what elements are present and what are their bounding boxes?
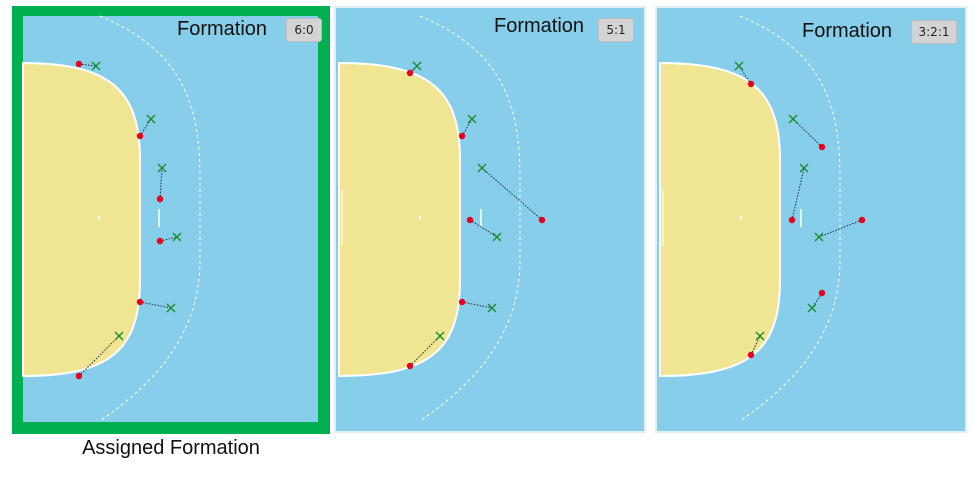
defender-marker [747,351,755,359]
defender-marker [788,216,796,224]
attacker-marker [814,232,824,242]
attacker-marker [467,114,477,124]
defender-marker [818,289,826,297]
panel-title: Formation [802,20,893,42]
marking-line [481,167,543,221]
court-diagram-2 [334,6,646,433]
defender-marker [406,362,414,370]
attacker-marker [146,114,156,124]
defender-marker [136,132,144,140]
marking-line [461,301,493,309]
marking-line [461,118,473,137]
attacker-marker [157,163,167,173]
marking-line [792,118,823,148]
free-throw-line [419,15,521,422]
panel-title: Formation [177,18,268,40]
defender-marker [406,69,414,77]
formation-panel-3[interactable]: Formation 3:2:1 [655,6,967,434]
defender-marker [136,298,144,306]
attacker-marker [91,61,101,71]
attacker-marker [412,61,422,71]
formation-badge: 5:1 [598,18,634,42]
attacker-marker [114,331,124,341]
defender-marker [858,216,866,224]
defender-marker [747,80,755,88]
attacker-marker [755,331,765,341]
formation-badge: 6:0 [286,18,322,42]
marking-line [139,118,152,137]
defender-marker [156,195,164,203]
attacker-marker [166,303,176,313]
defender-marker [458,298,466,306]
goal-area [659,61,781,378]
formation-panel-1[interactable]: Formation 6:0 [12,6,330,434]
attacker-marker [477,163,487,173]
marking-line [159,167,163,200]
defender-marker [156,237,164,245]
marking-line [469,219,498,238]
marking-line [78,335,120,377]
goal-area [22,61,141,378]
attacker-marker [492,232,502,242]
defender-marker [818,143,826,151]
free-throw-line [99,15,201,422]
attacker-marker [172,232,182,242]
goal-area [338,61,461,378]
attacker-marker [799,163,809,173]
marking-line [139,301,172,309]
marking-line [409,335,441,367]
marking-line [750,335,761,356]
defender-marker [75,372,83,380]
attacker-marker [487,303,497,313]
attacker-marker [788,114,798,124]
defender-marker [538,216,546,224]
free-throw-line [739,15,841,422]
marking-line [738,65,752,85]
formation-badge: 3:2:1 [911,20,957,44]
defender-marker [466,216,474,224]
attacker-marker [734,61,744,71]
court-diagram-1 [12,6,330,434]
defender-marker [458,132,466,140]
attacker-marker [807,303,817,313]
court-diagram-3 [655,6,967,433]
panel-title: Formation [494,15,585,37]
attacker-marker [435,331,445,341]
caption: Assigned Formation [82,437,260,459]
defender-marker [75,60,83,68]
formation-panel-2[interactable]: Formation 5:1 [334,6,646,434]
